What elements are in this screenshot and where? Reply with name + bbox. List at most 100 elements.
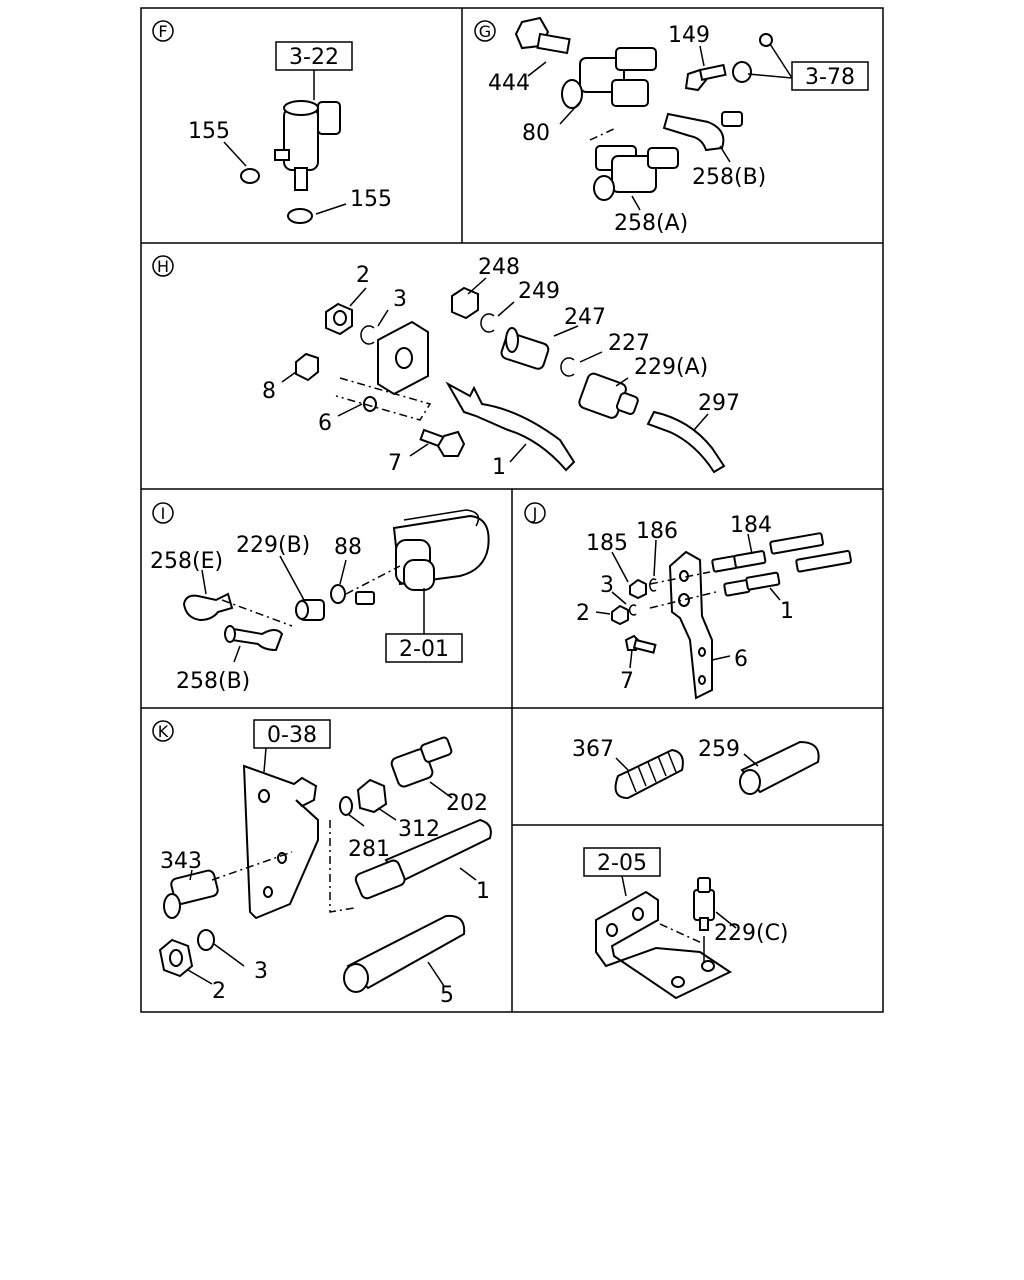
section-f: F 3-22 155 155 (152, 20, 392, 224)
clip-3-78 (732, 61, 752, 83)
pipe-1 (445, 381, 576, 472)
pipe-j-1 (723, 549, 852, 597)
nut-j-2 (611, 604, 629, 626)
section-i: I 2-01 258(E) 229(B) 88 258(B) (150, 502, 490, 694)
hose-elbow-258b (662, 112, 725, 152)
washer-k-3 (197, 929, 215, 951)
label-j-7: 7 (620, 669, 634, 694)
fitting-202 (390, 736, 453, 788)
ref-3-22: 3-22 (289, 45, 339, 70)
washer-155-b (287, 208, 313, 224)
washer-88 (330, 584, 346, 604)
label-444: 444 (488, 71, 530, 96)
section-marker-h (152, 255, 174, 277)
label-h-1: 1 (492, 455, 506, 480)
grommet-367 (614, 748, 684, 800)
label-229b: 229(B) (236, 533, 310, 558)
label-j-1: 1 (780, 599, 794, 624)
ref-2-01: 2-01 (399, 637, 449, 662)
section-marker-k (152, 720, 174, 742)
label-h-7: 7 (388, 451, 402, 476)
label-258e: 258(E) (150, 549, 223, 574)
label-227: 227 (608, 331, 650, 356)
washer-155-a (240, 168, 260, 184)
section-k: K 0-38 (152, 719, 492, 1008)
label-149: 149 (668, 23, 710, 48)
section-j: J (524, 502, 852, 700)
label-155-b: 155 (350, 187, 392, 212)
label-j-6: 6 (734, 647, 748, 672)
ref-3-78: 3-78 (805, 65, 855, 90)
label-248: 248 (478, 255, 520, 280)
label-229c: 229(C) (714, 921, 789, 946)
ring-227 (560, 357, 575, 377)
panel-frames (140, 7, 884, 1013)
section-h: H (152, 255, 740, 480)
label-259: 259 (698, 737, 740, 762)
ref-box-0-38 (253, 719, 331, 749)
section-letter-g: G (479, 22, 491, 41)
washer-j-3 (628, 604, 637, 616)
ref-box-2-01 (385, 633, 463, 663)
section-grommets: 367 259 (572, 737, 820, 800)
fitting-343 (163, 869, 219, 919)
bracket-j-6 (668, 550, 713, 700)
label-h-6: 6 (318, 411, 332, 436)
label-202: 202 (446, 791, 488, 816)
label-185: 185 (586, 531, 628, 556)
label-155-a: 155 (188, 119, 230, 144)
pipe-184 (711, 532, 824, 573)
washer-281 (339, 796, 353, 816)
label-k-1: 1 (476, 879, 490, 904)
label-297: 297 (698, 391, 740, 416)
label-80: 80 (522, 121, 550, 146)
section-marker-f (152, 20, 174, 42)
label-281: 281 (348, 837, 390, 862)
elbow-258e (182, 592, 234, 622)
section-letter-h: H (157, 257, 169, 276)
label-229a: 229(A) (634, 355, 708, 380)
ref-box-3-78 (791, 61, 869, 91)
ref-2-05: 2-05 (597, 851, 647, 876)
label-k-5: 5 (440, 983, 454, 1008)
section-letter-j: J (532, 504, 538, 523)
bracket-k (242, 764, 319, 920)
fitting-258a (593, 145, 679, 201)
label-j-3: 3 (600, 573, 614, 598)
label-249: 249 (518, 279, 560, 304)
bolt-149 (684, 63, 727, 92)
clip-3 (360, 325, 375, 345)
label-i-258b: 258(B) (176, 669, 250, 694)
section-marker-i (152, 502, 174, 524)
label-247: 247 (564, 305, 606, 330)
label-j-2: 2 (576, 601, 590, 626)
nut-2 (325, 302, 353, 336)
label-h-8: 8 (262, 379, 276, 404)
solenoid-2-01 (355, 509, 490, 605)
pipe-k-1 (354, 818, 492, 900)
label-258b: 258(B) (692, 165, 766, 190)
section-g: G (474, 16, 869, 236)
section-letter-i: I (161, 504, 166, 523)
label-258a: 258(A) (614, 211, 688, 236)
label-88: 88 (334, 535, 362, 560)
bolt-444 (514, 16, 571, 55)
fitting-229c (693, 877, 715, 931)
label-312: 312 (398, 817, 440, 842)
label-184: 184 (730, 513, 772, 538)
washer-186 (649, 578, 657, 592)
section-marker-g (474, 20, 496, 42)
nut-185 (629, 578, 647, 600)
label-186: 186 (636, 519, 678, 544)
label-h-2: 2 (356, 263, 370, 288)
sleeve-259 (739, 740, 820, 795)
section-bracket-2-05: 2-05 229(C) (583, 847, 789, 1000)
hose-297 (646, 410, 726, 474)
bracket-2-05 (595, 890, 733, 1000)
section-letter-k: K (158, 722, 169, 741)
clip-249 (480, 313, 495, 333)
sleeve-5 (343, 914, 466, 993)
tee-fitting (561, 47, 657, 109)
bolt-j-7 (624, 634, 657, 654)
label-367: 367 (572, 737, 614, 762)
